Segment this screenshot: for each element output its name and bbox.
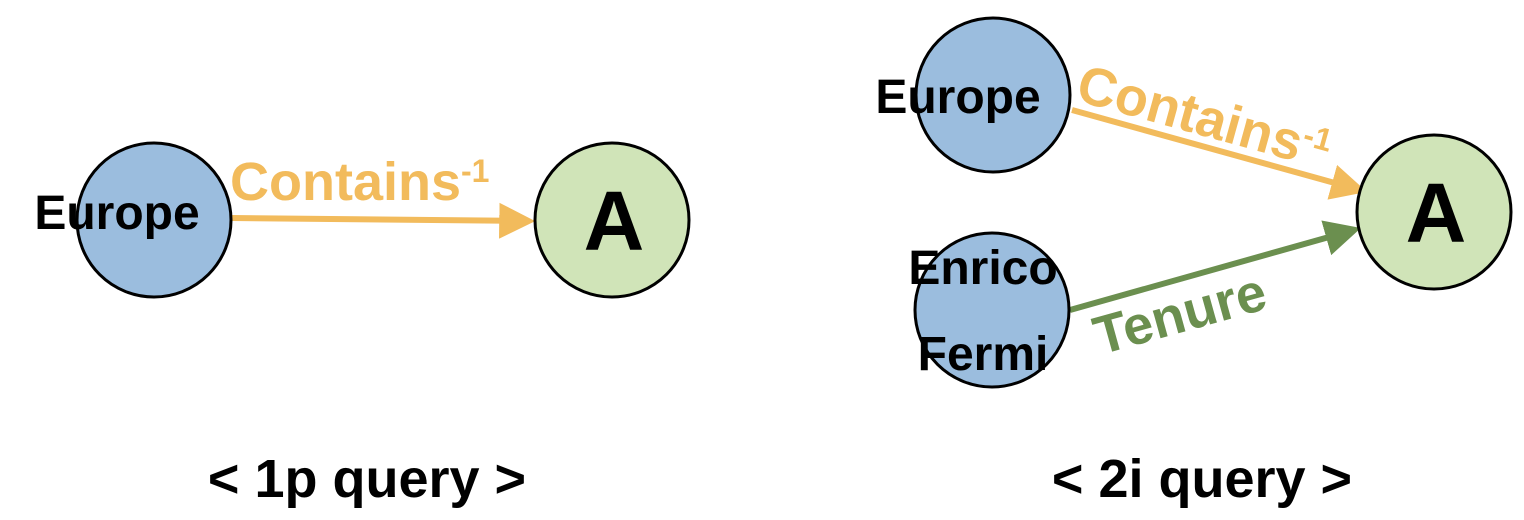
panel-1p-query: Europe A Contains-1 < 1p query > (34, 141, 691, 509)
edge-contains-inverse (231, 202, 536, 239)
node-europe-label: Europe (34, 187, 199, 240)
panel-2i-query: Europe Enrico Fermi A Contains-1 Tenure … (875, 16, 1513, 509)
node-europe-2i (914, 16, 1072, 174)
edge-contains-2i-label: Contains-1 (1071, 54, 1337, 181)
node-enrico-fermi (913, 231, 1071, 389)
caption-1p-query: < 1p query > (208, 449, 526, 509)
node-answer-a-2i-label: A (1406, 166, 1467, 260)
node-enrico-fermi-label-line2: Fermi (918, 328, 1049, 381)
edge-contains-text: Contains (230, 152, 461, 212)
node-europe (75, 141, 233, 299)
edge-tenure (1069, 220, 1361, 313)
node-answer-a-label: A (584, 174, 645, 268)
caption-2i-query: < 2i query > (1052, 449, 1352, 509)
edge-contains-label: Contains-1 (230, 152, 489, 212)
node-europe-2i-label: Europe (875, 71, 1040, 124)
node-enrico-fermi-label-line1: Enrico (908, 242, 1057, 295)
node-answer-a-2i (1355, 133, 1513, 291)
node-answer-a (533, 141, 691, 299)
edge-contains-superscript: -1 (461, 153, 489, 189)
edge-contains-inverse-2i (1071, 107, 1367, 200)
edge-contains-2i-text: Contains (1071, 54, 1310, 174)
